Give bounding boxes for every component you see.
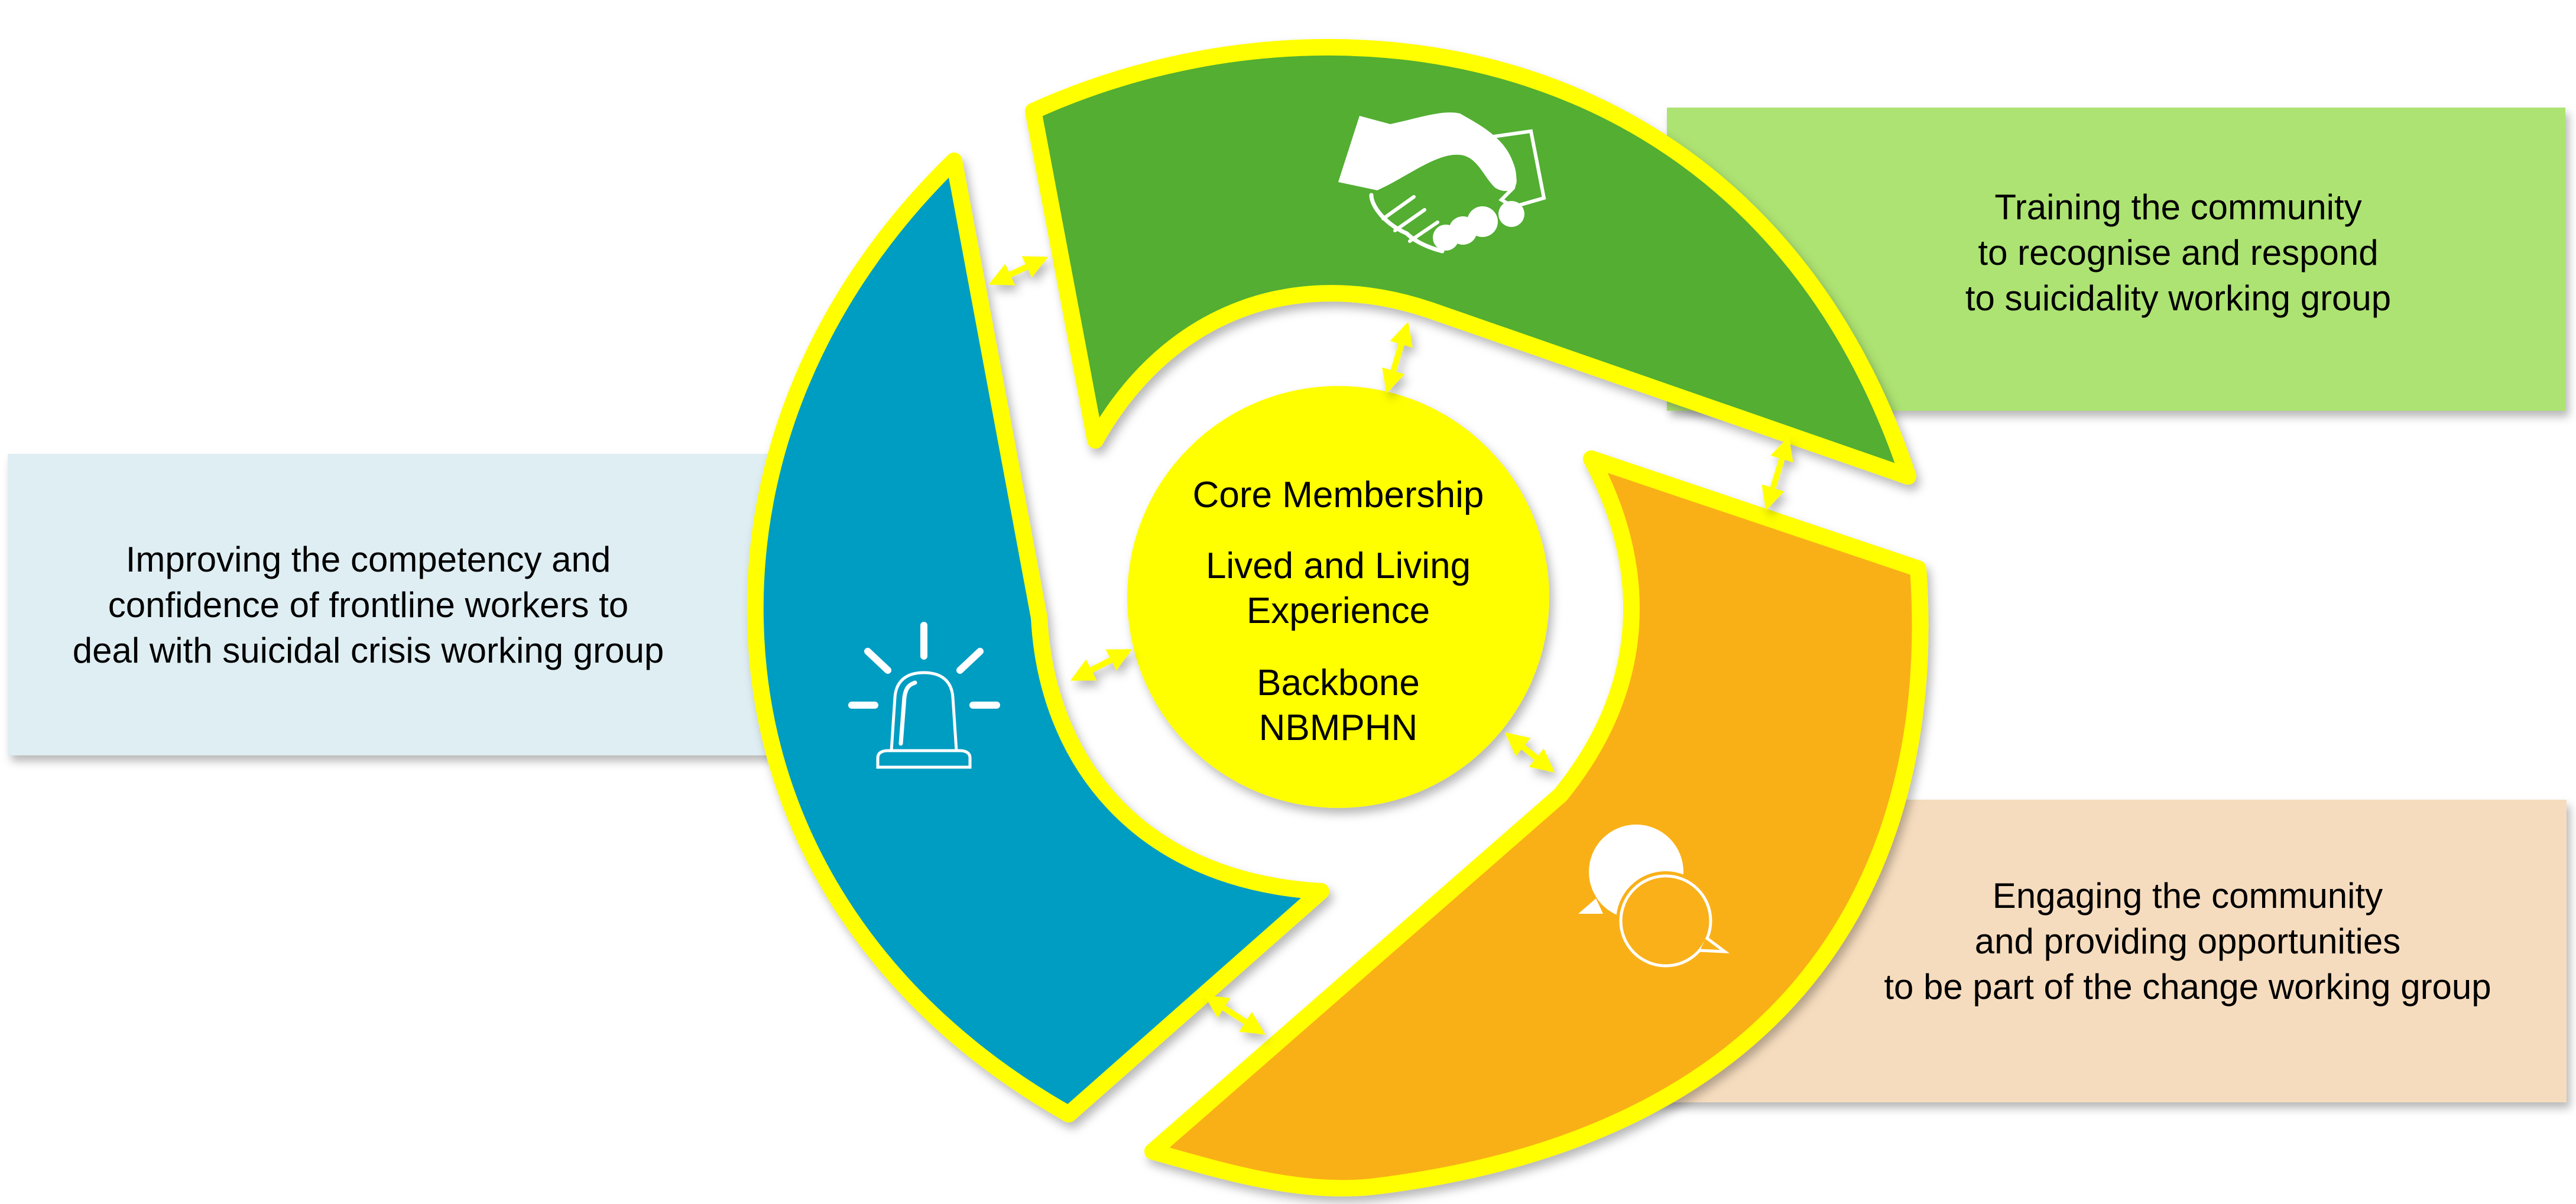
center-line-experience: Experience — [1246, 590, 1430, 631]
text-line: Improving the competency and — [125, 539, 611, 579]
working-group-text-engaging: Engaging the community and providing opp… — [1884, 873, 2491, 1010]
connector-green-center — [1382, 322, 1413, 394]
center-circle — [1127, 386, 1549, 808]
segment-green — [1025, 38, 1916, 485]
working-group-text-frontline: Improving the competency and confidence … — [73, 537, 664, 673]
center-line-core-membership: Core Membership — [1192, 475, 1484, 515]
center-line-backbone: Backbone — [1257, 663, 1420, 703]
segment-orange — [1144, 450, 1929, 1197]
text-line: to suicidality working group — [1965, 278, 2392, 318]
text-line: Training the community — [1994, 187, 2362, 227]
center-text-lived: Lived and Living Experience — [1161, 544, 1516, 634]
connector-blue-center — [1070, 648, 1133, 681]
handshake-icon — [1338, 112, 1546, 254]
text-line: and providing opportunities — [1974, 921, 2401, 961]
connector-arrows — [988, 256, 1793, 1035]
text-line: Engaging the community — [1992, 875, 2383, 916]
text-line: to recognise and respond — [1978, 233, 2379, 272]
siren-alarm-icon — [848, 622, 1000, 769]
working-group-text-training: Training the community to recognise and … — [1965, 184, 2391, 321]
working-group-box-frontline: Improving the competency and confidence … — [8, 454, 770, 755]
connector-center-orange — [1504, 732, 1555, 773]
connector-blue-green — [988, 256, 1049, 285]
center-text-core: Core Membership — [1161, 473, 1516, 518]
text-line: confidence of frontline workers to — [108, 585, 629, 625]
text-line: to be part of the change working group — [1884, 966, 2491, 1007]
text-line: deal with suicidal crisis working group — [72, 630, 664, 670]
center-text-backbone: Backbone NBMPHN — [1161, 661, 1516, 751]
connector-blue-orange — [1204, 995, 1266, 1035]
center-line-lived-living: Lived and Living — [1205, 546, 1471, 586]
chat-bubbles-icon — [1578, 825, 1730, 971]
segment-blue — [747, 152, 1329, 1122]
connector-green-orange — [1761, 436, 1793, 511]
center-line-nbmphn: NBMPHN — [1258, 708, 1418, 748]
